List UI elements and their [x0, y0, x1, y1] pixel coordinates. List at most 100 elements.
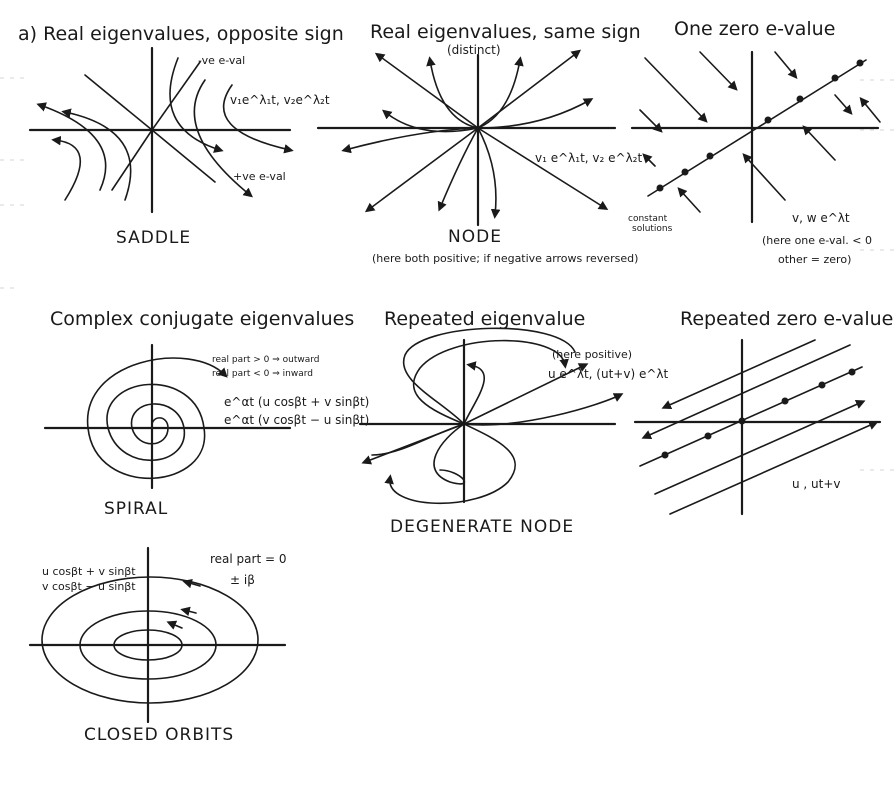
degenerate-title: Repeated eigenvalue [384, 308, 585, 330]
node-trajectory [477, 127, 609, 211]
zero-trajectory [639, 109, 663, 133]
orbits-solution: u cosβt + v sinβt [42, 565, 136, 578]
saddle-neg-eval-label: -ve e-val [198, 54, 245, 67]
degenerate-trajectory [384, 423, 516, 505]
node-trajectory [374, 52, 479, 129]
node-trajectory [382, 109, 479, 133]
saddle-pos-eval-label: +ve e-val [233, 170, 286, 183]
degenerate-trajectory [433, 423, 466, 485]
rep-zero-trajectory [669, 420, 879, 515]
node-panel: Real eigenvalues, same sign (distinct) v… [316, 21, 642, 265]
degenerate-note: (here positive) [552, 348, 632, 361]
saddle-title: a) Real eigenvalues, opposite sign [18, 23, 344, 45]
saddle-trajectory [193, 79, 253, 198]
node-solution-label: v₁ e^λ₁t, v₂ e^λ₂t [535, 151, 642, 165]
node-subtitle: (distinct) [447, 43, 501, 57]
saddle-trajectory [36, 102, 107, 191]
degenerate-trajectory [412, 339, 569, 425]
orbits-solution: v cosβt − u sinβt [42, 580, 136, 593]
degenerate-caption: DEGENERATE NODE [390, 517, 574, 537]
saddle-trajectory [61, 108, 132, 201]
zero-trajectory [834, 94, 853, 115]
node-trajectory [477, 56, 524, 129]
zero-title: One zero e-value [674, 18, 835, 40]
closed-orbits-panel: u cosβt + v sinβt v cosβt − u sinβt real… [28, 546, 286, 745]
degenerate-eigenline [463, 363, 589, 425]
spiral-trajectory [87, 357, 228, 480]
zero-trajectory [644, 57, 708, 123]
orbit-trajectory [113, 629, 183, 661]
zero-solution-label: v, w e^λt [792, 211, 850, 225]
rep-zero-constant-point [738, 417, 746, 425]
zero-constant-point [831, 74, 839, 82]
orbit-trajectory [41, 576, 259, 704]
rep-zero-solution: u , ut+v [792, 477, 841, 491]
saddle-trajectory [51, 135, 81, 201]
zero-constant-point [764, 116, 772, 124]
zero-constant-point [681, 168, 689, 176]
rep-zero-title: Repeated zero e-value [680, 308, 893, 330]
zero-constant-point [706, 152, 714, 160]
saddle-eigenline-positive [84, 74, 216, 183]
rep-zero-trajectory [661, 339, 816, 410]
rep-zero-constant-point [848, 368, 856, 376]
degenerate-trajectory [463, 361, 485, 425]
orbits-note: real part = 0 [210, 552, 286, 566]
zero-constant-point [656, 184, 664, 192]
node-trajectory [341, 127, 479, 154]
degenerate-trajectory [371, 423, 465, 456]
orbit-arrow [166, 620, 183, 630]
node-note: (here both positive; if negative arrows … [372, 252, 638, 265]
orbit-arrow [182, 578, 201, 589]
zero-trajectory [859, 97, 881, 123]
spiral-solution: e^αt (u cosβt + v sinβt) [224, 395, 369, 409]
rep-zero-trajectory [641, 344, 851, 440]
node-trajectory [477, 127, 501, 219]
zero-trajectory [742, 153, 786, 201]
node-trajectory [477, 49, 582, 129]
zero-trajectory [774, 51, 798, 79]
zero-eval-panel: One zero e-value constant solutions v, w… [628, 18, 881, 266]
saddle-panel: a) Real eigenvalues, opposite sign -ve e… [18, 23, 344, 248]
rep-zero-constant-point [781, 397, 789, 405]
background-rules [0, 77, 894, 471]
orbit-trajectory [79, 610, 217, 680]
saddle-solution-label: v₁e^λ₁t, v₂e^λ₂t [230, 93, 330, 107]
spiral-note: real part > 0 ⇒ outward [212, 355, 320, 365]
degenerate-trajectory [402, 327, 576, 425]
orbit-arrow [180, 606, 197, 617]
spiral-note: real part < 0 ⇒ inward [212, 369, 313, 379]
node-caption: NODE [448, 227, 502, 247]
zero-trajectory [699, 51, 738, 91]
zero-trajectory [677, 187, 701, 213]
repeated-zero-panel: Repeated zero e-value u , ut+v [633, 308, 893, 516]
node-trajectory [437, 127, 479, 212]
orbits-caption: CLOSED ORBITS [84, 725, 234, 745]
node-trajectory [364, 127, 479, 213]
spiral-solution: e^αt (v cosβt − u sinβt) [224, 413, 369, 427]
rep-zero-constant-point [704, 432, 712, 440]
degenerate-trajectory [463, 393, 624, 426]
rep-zero-trajectory [654, 399, 866, 495]
saddle-trajectory [222, 84, 294, 154]
degenerate-panel: Repeated eigenvalue (here positive) u e^… [358, 308, 668, 537]
orbits-note: ± iβ [230, 573, 255, 587]
zero-trajectory [642, 153, 656, 167]
node-trajectory [426, 56, 479, 129]
zero-constant-point [796, 95, 804, 103]
spiral-panel: Complex conjugate eigenvalues real part … [43, 308, 369, 519]
zero-constant-label: solutions [632, 224, 673, 234]
zero-constant-label: constant [628, 214, 668, 224]
spiral-title: Complex conjugate eigenvalues [50, 308, 354, 330]
rep-zero-constant-point [661, 451, 669, 459]
spiral-caption: SPIRAL [104, 499, 168, 519]
saddle-eigenline-negative [111, 61, 201, 191]
zero-constant-point [856, 59, 864, 67]
node-title: Real eigenvalues, same sign [370, 21, 641, 43]
saddle-trajectory [169, 57, 224, 153]
saddle-caption: SADDLE [116, 228, 191, 248]
zero-note: other = zero) [778, 253, 851, 266]
rep-zero-constant-point [818, 381, 826, 389]
zero-trajectory [802, 125, 836, 161]
